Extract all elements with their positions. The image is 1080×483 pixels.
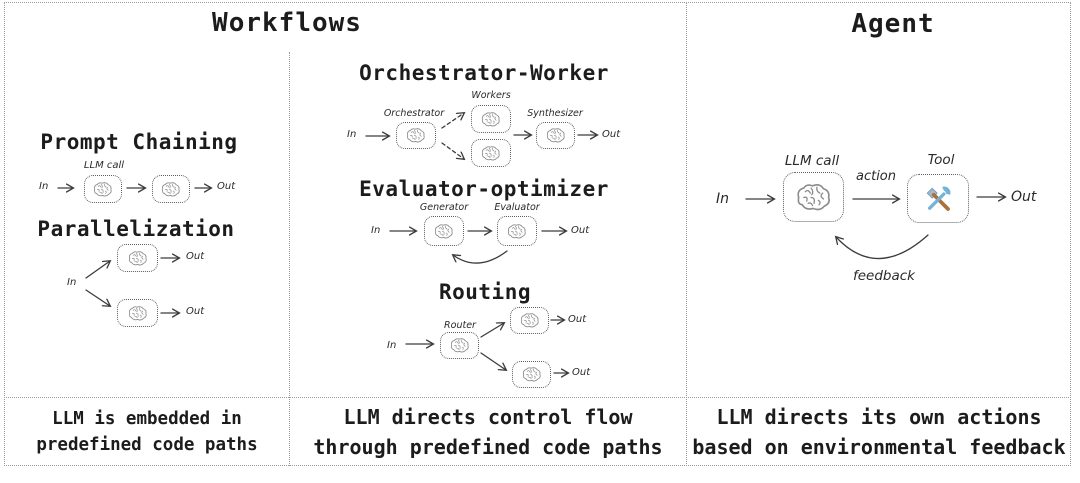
brain-icon [544,126,568,145]
brain-icon [505,222,529,241]
evaluator-optimizer-title: Evaluator-optimizer [359,177,609,201]
agent-caption: LLM directs its own actions based on env… [687,398,1071,466]
workflows-agent-divider [686,2,687,466]
caption-line: LLM directs control flow [343,405,633,429]
outer-frame [4,2,1071,466]
worker-node [471,105,511,133]
in-label: In [387,340,397,351]
llm-call-label: LLM call [784,153,840,169]
brain-icon [159,180,183,199]
llm-node [117,299,158,327]
router-node [440,332,479,359]
generator-node [424,216,464,246]
tool-node [907,174,969,223]
out-label: Out [1011,189,1037,205]
out-label: Out [571,225,590,236]
out-label: Out [602,129,621,140]
brain-icon [520,365,544,384]
caption-line: LLM directs its own actions [716,405,1042,429]
brain-icon [432,222,456,241]
llm-call-label: LLM call [83,160,125,171]
orchestrator-label: Orchestrator [383,108,445,119]
generator-label: Generator [419,202,469,213]
caption-line: through predefined code paths [313,435,663,459]
llm-node [117,244,158,272]
workflows-column-divider [289,52,290,466]
route-target-node [510,307,549,334]
hammer-wrench-icon [923,184,953,214]
in-label: In [371,225,381,236]
out-label: Out [217,181,236,192]
brain-icon [91,180,115,199]
orchestrator-worker-title: Orchestrator-Worker [359,61,609,85]
llm-node [152,175,190,203]
route-target-node [512,361,551,388]
agent-title: Agent [851,9,935,39]
brain-icon [448,336,472,355]
synthesizer-node [536,122,575,149]
llm-node [84,175,122,203]
synthesizer-label: Synthesizer [527,108,583,119]
worker-node [471,139,511,167]
routing-title: Routing [438,280,531,304]
evaluator-node [497,216,537,246]
workflows-title: Workflows [212,8,362,38]
brain-icon [792,180,836,215]
parallelization-title: Parallelization [37,217,235,241]
prompt-chaining-title: Prompt Chaining [40,130,238,154]
brain-icon [479,144,503,163]
caption-row-divider [4,397,1071,398]
feedback-label: feedback [852,268,915,284]
out-label: Out [186,251,205,262]
caption-line: LLM is embedded in [52,408,242,429]
out-label: Out [186,306,205,317]
in-label: In [67,277,77,288]
caption-line: based on environmental feedback [692,435,1066,459]
action-label: action [855,169,896,184]
brain-icon [404,126,428,145]
workers-label: Workers [471,90,511,101]
out-label: Out [572,367,591,378]
caption-line: predefined code paths [36,435,258,455]
brain-icon [126,304,150,323]
workflows-middle-caption: LLM directs control flow through predefi… [290,398,686,466]
orchestrator-node [396,122,436,149]
in-label: In [347,129,357,140]
llm-node [783,172,844,222]
brain-icon [518,311,542,330]
brain-icon [126,249,150,268]
router-label: Router [444,320,476,331]
brain-icon [479,110,503,129]
tool-label: Tool [927,152,955,168]
out-label: Out [568,314,587,325]
workflows-left-caption: LLM is embedded in predefined code paths [6,398,288,466]
evaluator-label: Evaluator [494,202,540,213]
in-label: In [39,181,49,192]
in-label: In [716,191,730,207]
